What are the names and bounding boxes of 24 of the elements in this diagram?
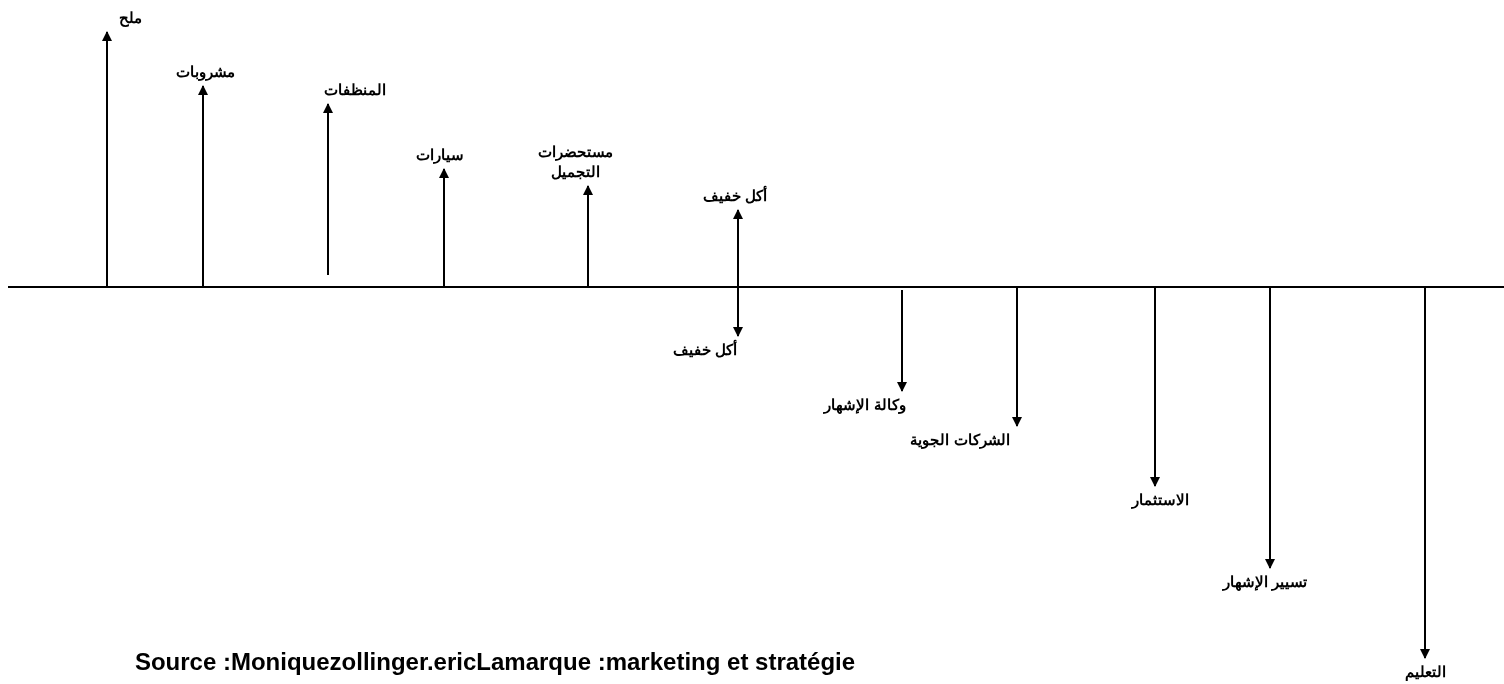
arrow	[1150, 286, 1160, 487]
arrow	[439, 168, 449, 288]
category-label: مشروبات	[175, 62, 235, 82]
arrow	[1265, 286, 1275, 569]
category-label: سيارات	[416, 145, 464, 165]
category-label: مستحضرات التجميل	[520, 142, 630, 182]
arrow	[897, 289, 907, 392]
arrow	[1012, 286, 1022, 427]
category-label: أكل خفيف	[702, 186, 768, 206]
category-label: الاستثمار	[1131, 490, 1189, 510]
arrow	[733, 209, 743, 337]
source-caption: Source :Moniquezollinger.ericLamarque :marketing et stratégie	[134, 648, 856, 676]
category-label: التعليم	[1404, 662, 1446, 682]
category-label: ملح	[118, 8, 142, 28]
arrow	[102, 31, 112, 288]
arrow	[198, 85, 208, 288]
arrow	[323, 103, 333, 276]
category-label: تسيير الإشهار	[1222, 572, 1308, 592]
category-label: المنظفات	[324, 80, 386, 100]
category-label: الشركات الجوية	[910, 430, 1010, 450]
category-label: أكل خفيف	[672, 340, 738, 360]
arrow	[1420, 286, 1430, 659]
category-label: وكالة الإشهار	[824, 395, 906, 415]
arrow	[583, 185, 593, 288]
